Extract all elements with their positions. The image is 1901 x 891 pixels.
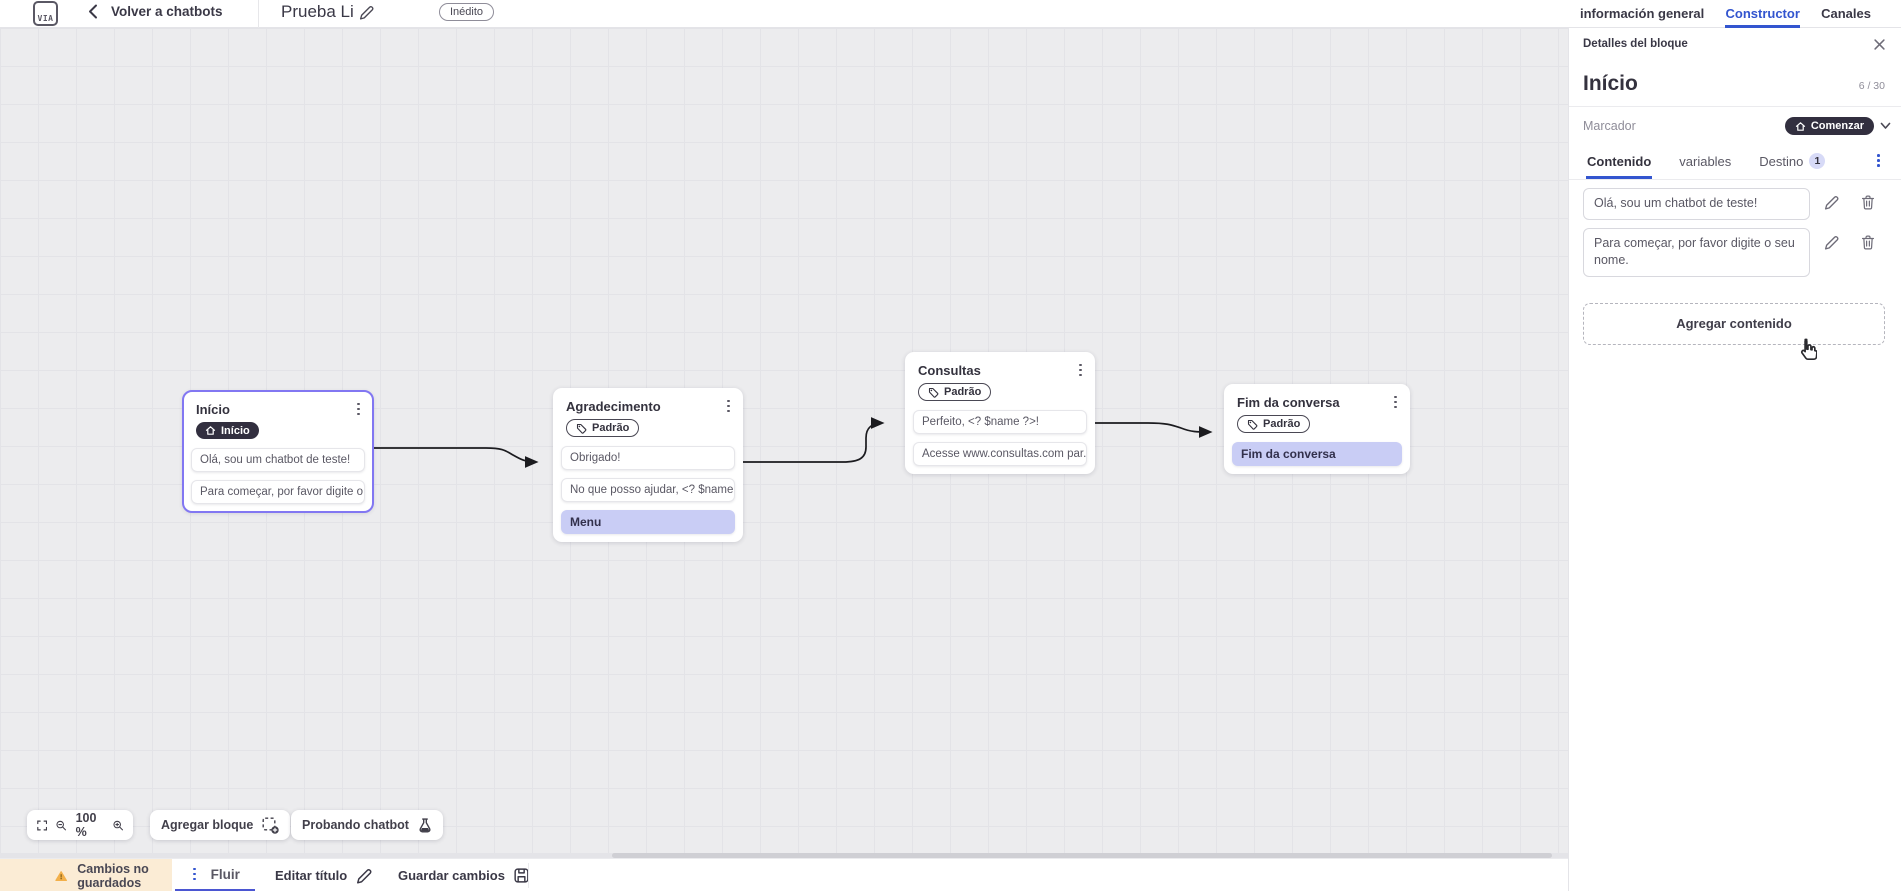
block-menu-icon[interactable] <box>724 397 733 416</box>
flow-tab[interactable]: Fluir <box>175 859 255 891</box>
trash-icon[interactable] <box>1861 235 1875 250</box>
block-title: Agradecimento <box>566 398 661 414</box>
app-logo[interactable]: VIA <box>33 1 58 26</box>
block-message[interactable]: Para começar, por favor digite o ... <box>191 480 365 504</box>
topbar-divider <box>258 0 259 28</box>
edit-icon[interactable] <box>1824 195 1839 210</box>
flow-canvas[interactable]: Início Início Olá, sou um chatbot de tes… <box>0 28 1568 858</box>
block-menu-icon[interactable] <box>354 400 363 419</box>
content-item-row: Para começar, por favor digite o seu nom… <box>1569 227 1901 277</box>
back-to-chatbots-button[interactable]: Volver a chatbots <box>88 4 223 19</box>
tab-contenido[interactable]: Contenido <box>1586 150 1653 179</box>
tag-icon <box>576 423 587 434</box>
add-block-button[interactable]: Agregar bloque <box>150 810 291 840</box>
add-content-button[interactable]: Agregar contenido <box>1583 302 1885 345</box>
marker-label: Marcador <box>1583 119 1636 133</box>
flow-block-agradecimento[interactable]: Agradecimento Padrão Obrigado! No que po… <box>553 388 743 542</box>
tab-informacion-general[interactable]: información general <box>1580 6 1705 21</box>
status-badge: Inédito <box>439 3 495 21</box>
zoom-level: 100 % <box>75 811 97 839</box>
char-counter: 6 / 30 <box>1858 80 1885 92</box>
tab-variables[interactable]: variables <box>1679 153 1732 169</box>
connector-inicio-agradecimento[interactable] <box>374 447 539 468</box>
back-label: Volver a chatbots <box>111 4 223 19</box>
zoom-in-icon[interactable] <box>113 819 123 832</box>
flow-menu-icon[interactable] <box>190 865 199 884</box>
flow-block-consultas[interactable]: Consultas Padrão Perfeito, <? $name ?>! … <box>905 352 1095 474</box>
flow-block-inicio[interactable]: Início Início Olá, sou um chatbot de tes… <box>182 390 374 513</box>
connector-consultas-fim[interactable] <box>1083 422 1213 438</box>
save-changes-button[interactable]: Guardar cambios <box>398 859 529 891</box>
builder-nav-tabs: información general Constructor Canales <box>1568 0 1901 28</box>
block-message[interactable]: Acesse www.consultas.com par... <box>913 442 1087 466</box>
scrollbar-thumb[interactable] <box>612 853 1552 858</box>
flow-connectors <box>374 417 1213 468</box>
panel-tabs: Contenido variables Destino 1 <box>1569 143 1901 180</box>
connector-agradecimento-consultas[interactable] <box>739 417 885 463</box>
bottom-bar: Cambios no guardados Fluir Editar título… <box>0 858 1568 891</box>
home-icon <box>205 426 216 435</box>
block-type-badge: Padrão <box>1237 415 1311 433</box>
zoom-out-icon[interactable] <box>56 819 67 832</box>
block-title: Fim da conversa <box>1237 394 1340 410</box>
block-action-menu[interactable]: Menu <box>561 510 735 534</box>
warning-icon <box>55 870 67 881</box>
panel-menu-icon[interactable] <box>1874 151 1883 170</box>
save-icon <box>514 868 529 883</box>
block-message[interactable]: No que posso ajudar, <? $name ... <box>561 478 735 502</box>
chevron-left-icon <box>89 4 97 19</box>
tab-constructor[interactable]: Constructor <box>1725 0 1800 28</box>
block-details-panel: Detalles del bloque Início 6 / 30 Marcad… <box>1568 28 1901 891</box>
block-message[interactable]: Olá, sou um chatbot de teste! <box>191 448 365 472</box>
flow-block-fim-da-conversa[interactable]: Fim da conversa Padrão Fim da conversa <box>1224 384 1410 474</box>
chatbot-title: Prueba Li <box>281 2 354 21</box>
canvas-horizontal-scrollbar[interactable] <box>0 853 1568 858</box>
top-bar: VIA Volver a chatbots Prueba Li Inédito … <box>0 0 1901 28</box>
chevron-down-icon[interactable] <box>1880 122 1891 130</box>
block-message[interactable]: Perfeito, <? $name ?>! <box>913 410 1087 434</box>
zoom-controls: 100 % <box>27 810 133 840</box>
block-action-end[interactable]: Fim da conversa <box>1232 442 1402 466</box>
block-type-badge: Início <box>196 422 259 439</box>
flask-icon <box>419 817 431 833</box>
content-text[interactable]: Para começar, por favor digite o seu nom… <box>1583 227 1810 277</box>
unsaved-changes-badge: Cambios no guardados <box>0 859 172 891</box>
trash-icon[interactable] <box>1861 195 1875 210</box>
panel-header: Detalles del bloque <box>1583 38 1688 50</box>
test-chatbot-button[interactable]: Probando chatbot <box>291 810 443 840</box>
content-text[interactable]: Olá, sou um chatbot de teste! <box>1583 188 1810 220</box>
block-menu-icon[interactable] <box>1076 361 1085 380</box>
logo-text: VIA <box>37 14 54 24</box>
tab-canales[interactable]: Canales <box>1821 6 1871 21</box>
block-title: Início <box>196 401 230 417</box>
marker-value-button[interactable]: Comenzar <box>1784 117 1874 135</box>
block-type-badge: Padrão <box>566 419 640 437</box>
block-type-badge: Padrão <box>918 383 992 401</box>
tag-icon <box>928 387 939 398</box>
tag-icon <box>1247 419 1258 430</box>
bottombar-divider <box>528 863 529 888</box>
block-title: Consultas <box>918 362 981 378</box>
panel-block-title: Início <box>1583 72 1638 95</box>
content-item-row: Olá, sou um chatbot de teste! <box>1569 188 1901 220</box>
block-message[interactable]: Obrigado! <box>561 446 735 470</box>
pencil-icon <box>357 868 372 884</box>
home-icon <box>1795 121 1805 131</box>
add-block-icon <box>262 817 280 834</box>
panel-divider <box>1569 106 1901 107</box>
destino-count-badge: 1 <box>1809 153 1826 169</box>
edit-title-button[interactable]: Editar título <box>275 859 372 891</box>
block-menu-icon[interactable] <box>1391 393 1400 412</box>
tab-destino[interactable]: Destino 1 <box>1758 149 1826 179</box>
edit-title-icon[interactable] <box>359 5 374 20</box>
edit-icon[interactable] <box>1824 235 1839 250</box>
close-icon[interactable] <box>1874 38 1885 50</box>
fit-screen-icon[interactable] <box>37 819 48 832</box>
